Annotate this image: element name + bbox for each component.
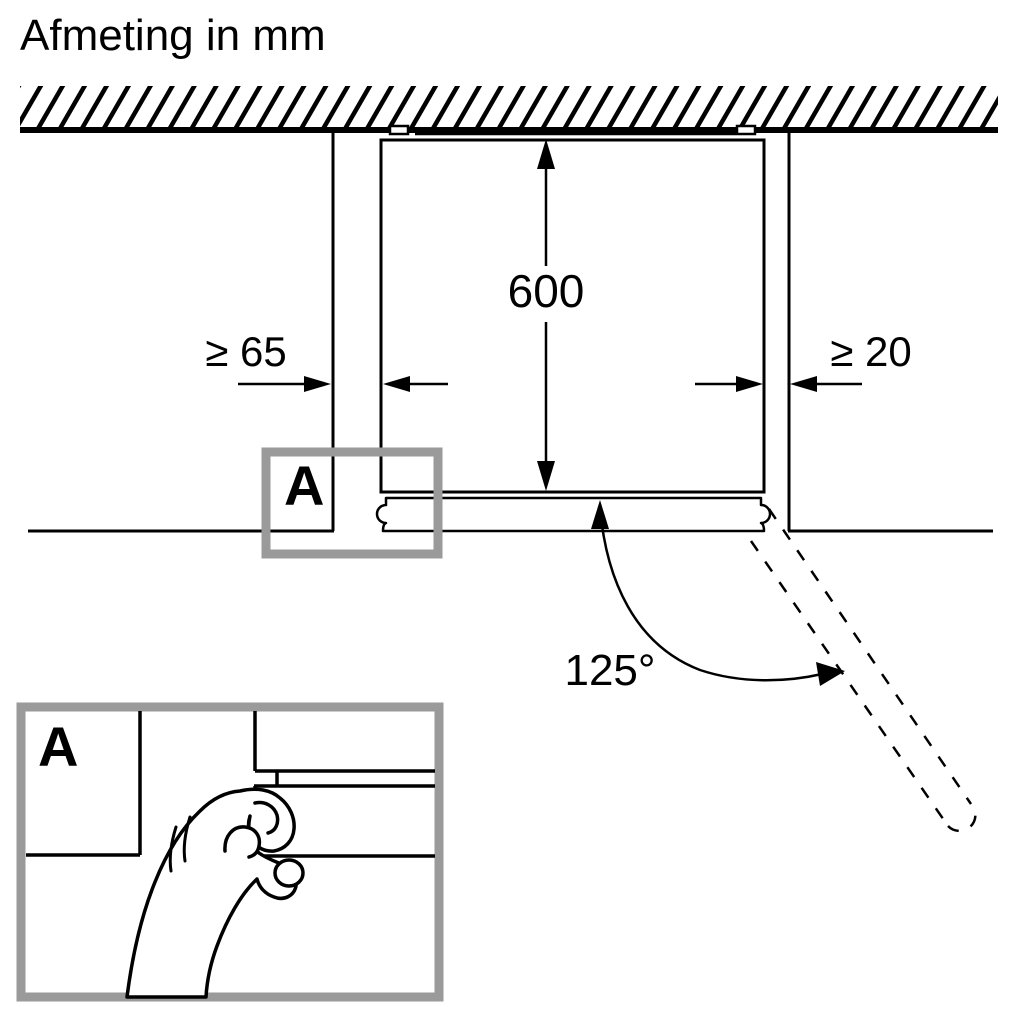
detail-callout-frame	[261, 447, 443, 559]
arrowhead-right	[736, 376, 763, 392]
thumb-tip	[273, 858, 305, 888]
door-closed-outline	[375, 496, 772, 533]
wall-hatching	[20, 86, 998, 133]
appliance-cabinet-outline	[379, 124, 766, 494]
detail-inset	[16, 702, 444, 1002]
dimension-left-clearance-arrows	[238, 376, 448, 392]
left-wall	[28, 133, 335, 533]
dimension-right-clearance-label: ≥ 20	[830, 328, 912, 375]
dimension-right-clearance-arrows	[695, 376, 862, 392]
dimension-depth-arrow	[537, 139, 555, 491]
diagram-title: Afmeting in mm	[20, 11, 326, 60]
arrowhead-left	[383, 376, 410, 392]
right-wall	[787, 133, 993, 533]
inset-structure	[26, 711, 435, 858]
detail-marker-main: A	[284, 454, 325, 517]
detail-marker-inset: A	[38, 715, 79, 778]
hand-illustration	[125, 787, 305, 999]
finger-crease-1	[168, 825, 178, 873]
hand-knuckle	[223, 825, 262, 859]
arrowhead-right	[816, 662, 845, 686]
door-open-dashed	[749, 508, 977, 833]
wall-spacer-left	[388, 124, 410, 136]
arrowhead-right	[304, 376, 331, 392]
dimension-depth-label: 600	[507, 265, 585, 317]
arrowhead-left	[790, 376, 817, 392]
fingertip-curl	[253, 800, 280, 835]
arrowhead-up	[537, 139, 555, 169]
dimension-door-angle-label: 125°	[564, 646, 656, 695]
arrowhead-down	[537, 461, 555, 491]
wall-spacer-right	[735, 124, 757, 136]
dimension-left-clearance-label: ≥ 65	[205, 328, 287, 375]
arrowhead-up	[591, 500, 609, 529]
finger-crease-2	[182, 815, 192, 863]
door-swing-arc	[591, 500, 845, 686]
